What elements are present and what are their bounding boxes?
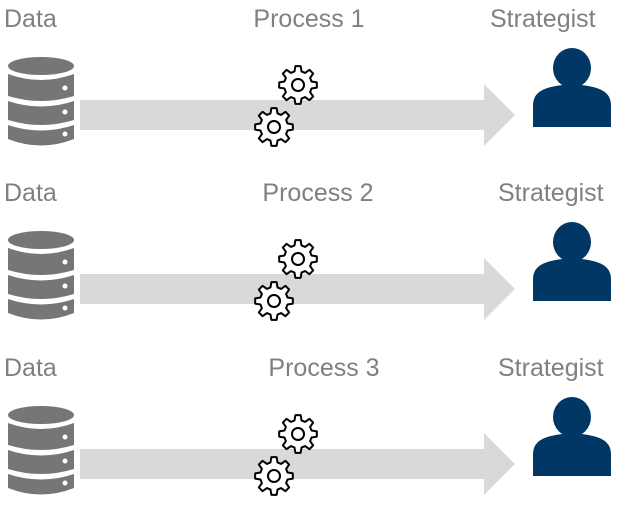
process-label: Process 3 (268, 354, 380, 382)
source-label: Data (4, 5, 57, 33)
database-icon (8, 57, 74, 146)
person-icon (533, 397, 611, 476)
flow-arrow (80, 258, 515, 320)
target-label: Strategist (490, 5, 596, 33)
database-icon (8, 406, 74, 495)
gear-lower-icon (254, 281, 294, 321)
gear-upper-icon (278, 239, 318, 279)
flow-row: Data Process 3 Strategist (0, 349, 624, 519)
person-icon (533, 48, 611, 127)
gears-icon (254, 414, 318, 496)
target-label: Strategist (498, 179, 604, 207)
source-label: Data (4, 354, 57, 382)
flow-arrow (80, 433, 515, 495)
process-label: Process 2 (262, 179, 374, 207)
gear-upper-icon (278, 65, 318, 105)
gears-icon (254, 239, 318, 321)
gears-icon (254, 65, 318, 147)
source-label: Data (4, 179, 57, 207)
gear-lower-icon (254, 456, 294, 496)
process-label: Process 1 (253, 5, 365, 33)
database-icon (8, 231, 74, 320)
flow-row: Data Process 2 Strategist (0, 174, 624, 344)
gear-lower-icon (254, 107, 294, 147)
flow-row: Data Process 1 Strategist (0, 0, 624, 170)
gear-upper-icon (278, 414, 318, 454)
target-label: Strategist (498, 354, 604, 382)
flow-arrow (80, 84, 515, 146)
person-icon (533, 222, 611, 301)
